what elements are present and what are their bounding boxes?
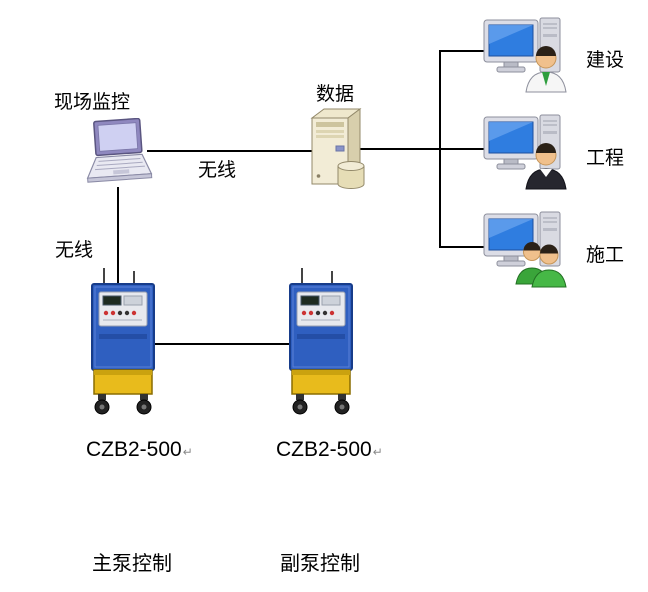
workstation-user-group-icon — [482, 210, 578, 288]
pump-controller-icon-1 — [84, 266, 162, 416]
device1-caption: 主泵控制 — [92, 553, 172, 575]
device2-model-label: CZB2-500↵ — [276, 438, 383, 462]
pump-controller-icon-2 — [282, 266, 360, 416]
device1-model-text: CZB2-500 — [86, 438, 182, 461]
device2-model-text: CZB2-500 — [276, 438, 372, 461]
wireless-label-vertical: 无线 — [55, 240, 94, 261]
paragraph-mark-icon: ↵ — [182, 445, 193, 459]
monitor-label: 现场监控 — [54, 92, 131, 113]
wireless-label-horizontal: 无线 — [198, 160, 237, 181]
client-label-engineering: 工程 — [586, 148, 625, 169]
device2-caption: 副泵控制 — [280, 553, 360, 575]
laptop-icon — [80, 117, 156, 190]
server-label: 数据 — [316, 84, 355, 105]
paragraph-mark-icon: ↵ — [372, 445, 383, 459]
device1-model-label: CZB2-500↵ — [86, 438, 193, 462]
client-label-builder: 施工 — [586, 245, 625, 266]
workstation-user-icon-1 — [482, 16, 578, 94]
server-icon — [298, 104, 374, 196]
client-label-construction-owner: 建设 — [586, 50, 625, 71]
workstation-user-icon-2 — [482, 113, 578, 191]
